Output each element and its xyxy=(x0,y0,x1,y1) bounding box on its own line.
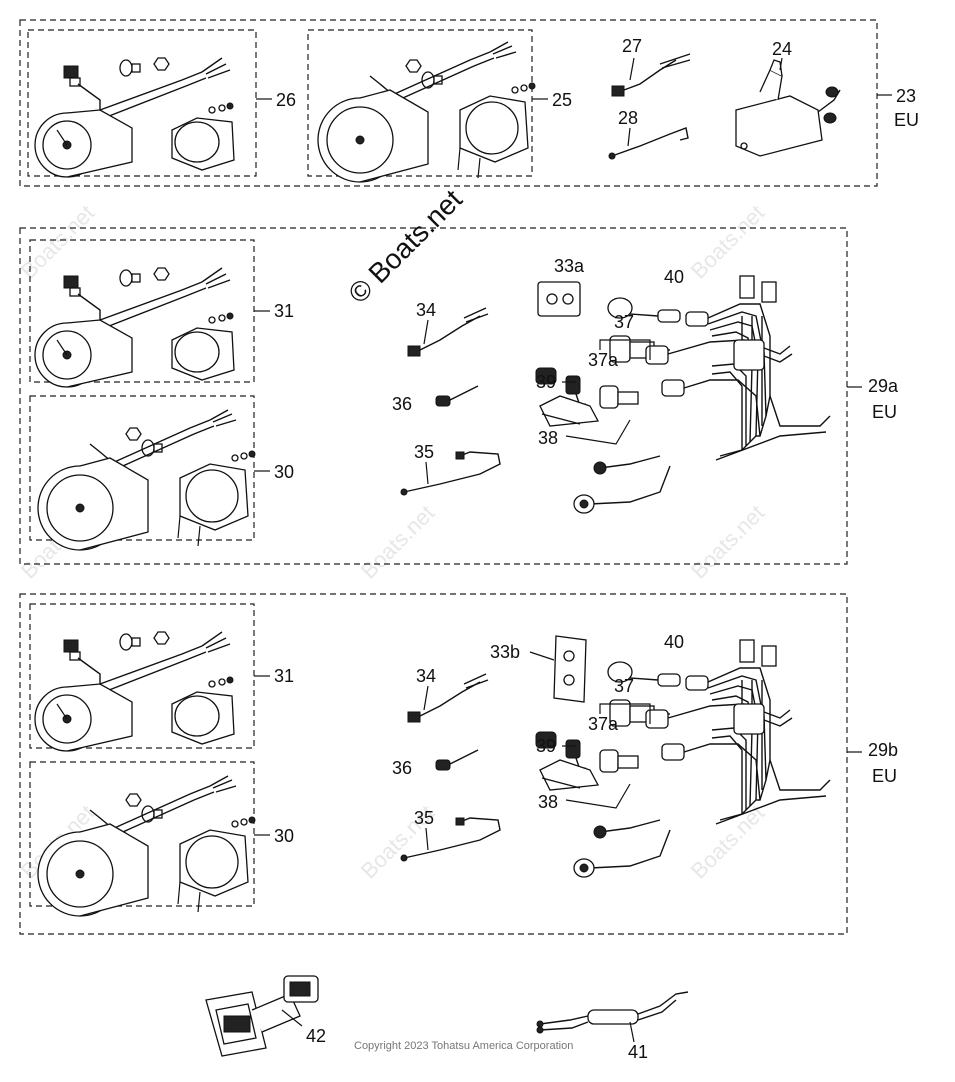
callout-35b: 35 xyxy=(414,808,434,828)
kit-30b-box xyxy=(29,761,255,907)
callout-23-eu: EU xyxy=(894,110,919,130)
callout-23: 23 xyxy=(896,86,916,106)
callout-30: 30 xyxy=(274,462,294,482)
callout-29b-eu: EU xyxy=(872,766,897,786)
callout-29b: 29b xyxy=(868,740,898,760)
callout-39: 39 xyxy=(536,372,556,392)
part-24-remote-control xyxy=(735,57,841,157)
callout-38: 38 xyxy=(538,428,558,448)
callout-40b: 40 xyxy=(664,632,684,652)
watermark: Boats.net xyxy=(16,200,99,283)
callout-37a: 37a xyxy=(588,350,619,370)
part-28-cable xyxy=(608,127,689,160)
part-36b-lead xyxy=(435,749,479,771)
callout-36b: 36 xyxy=(392,758,412,778)
callout-25: 25 xyxy=(552,90,572,110)
part-34b-harness xyxy=(407,673,489,723)
watermark: Boats.net xyxy=(686,500,769,583)
part-42-panel-switch xyxy=(205,975,319,1057)
callout-33a: 33a xyxy=(554,256,585,276)
gauge-kit-25 xyxy=(317,41,536,183)
callout-41: 41 xyxy=(628,1042,648,1062)
copyright-text: Copyright 2023 Tohatsu America Corporati… xyxy=(354,1040,573,1052)
part-33b-plate xyxy=(553,635,587,703)
callout-30b: 30 xyxy=(274,826,294,846)
gauge-kit-31b xyxy=(34,631,235,752)
group-23-box xyxy=(19,19,878,187)
part-41-lead xyxy=(536,991,689,1043)
part-36-lead xyxy=(435,385,479,407)
callout-29a-eu: EU xyxy=(872,402,897,422)
callout-27: 27 xyxy=(622,36,642,56)
kit-30-box xyxy=(29,395,255,541)
gauge-kit-30 xyxy=(37,409,256,551)
watermark-main: © Boats.net xyxy=(342,183,468,309)
callout-37: 37 xyxy=(614,312,634,332)
gauge-kit-30b xyxy=(37,775,256,917)
callout-37b: 37 xyxy=(614,676,634,696)
group-29b-box xyxy=(19,593,848,935)
callout-37a-b: 37a xyxy=(588,714,619,734)
part-34-harness xyxy=(407,307,489,357)
callout-38b: 38 xyxy=(538,792,558,812)
part-33a-plate xyxy=(537,281,581,317)
callout-35: 35 xyxy=(414,442,434,462)
group-29a-box xyxy=(19,227,848,565)
part-35-cable xyxy=(400,451,501,496)
callout-36: 36 xyxy=(392,394,412,414)
callout-34b: 34 xyxy=(416,666,436,686)
callout-42: 42 xyxy=(306,1026,326,1046)
watermark: Boats.net xyxy=(356,500,439,583)
callout-33b: 33b xyxy=(490,642,520,662)
watermark-layer: Boats.net Boats.net Boats.net Boats.net … xyxy=(16,200,769,883)
callout-31: 31 xyxy=(274,301,294,321)
callout-34: 34 xyxy=(416,300,436,320)
callout-31b: 31 xyxy=(274,666,294,686)
kit-25-box xyxy=(307,29,533,177)
watermark: Boats.net xyxy=(686,800,769,883)
callout-29a: 29a xyxy=(868,376,899,396)
callout-39b: 39 xyxy=(536,736,556,756)
part-27-harness xyxy=(611,53,691,97)
callout-26: 26 xyxy=(276,90,296,110)
watermark: Boats.net xyxy=(686,200,769,283)
callout-28: 28 xyxy=(618,108,638,128)
callout-40: 40 xyxy=(664,267,684,287)
gauge-kit-26 xyxy=(34,57,235,178)
callout-24: 24 xyxy=(772,39,792,59)
gauge-kit-31 xyxy=(34,267,235,388)
kit-26-box xyxy=(27,29,257,177)
part-35b-cable xyxy=(400,817,501,862)
